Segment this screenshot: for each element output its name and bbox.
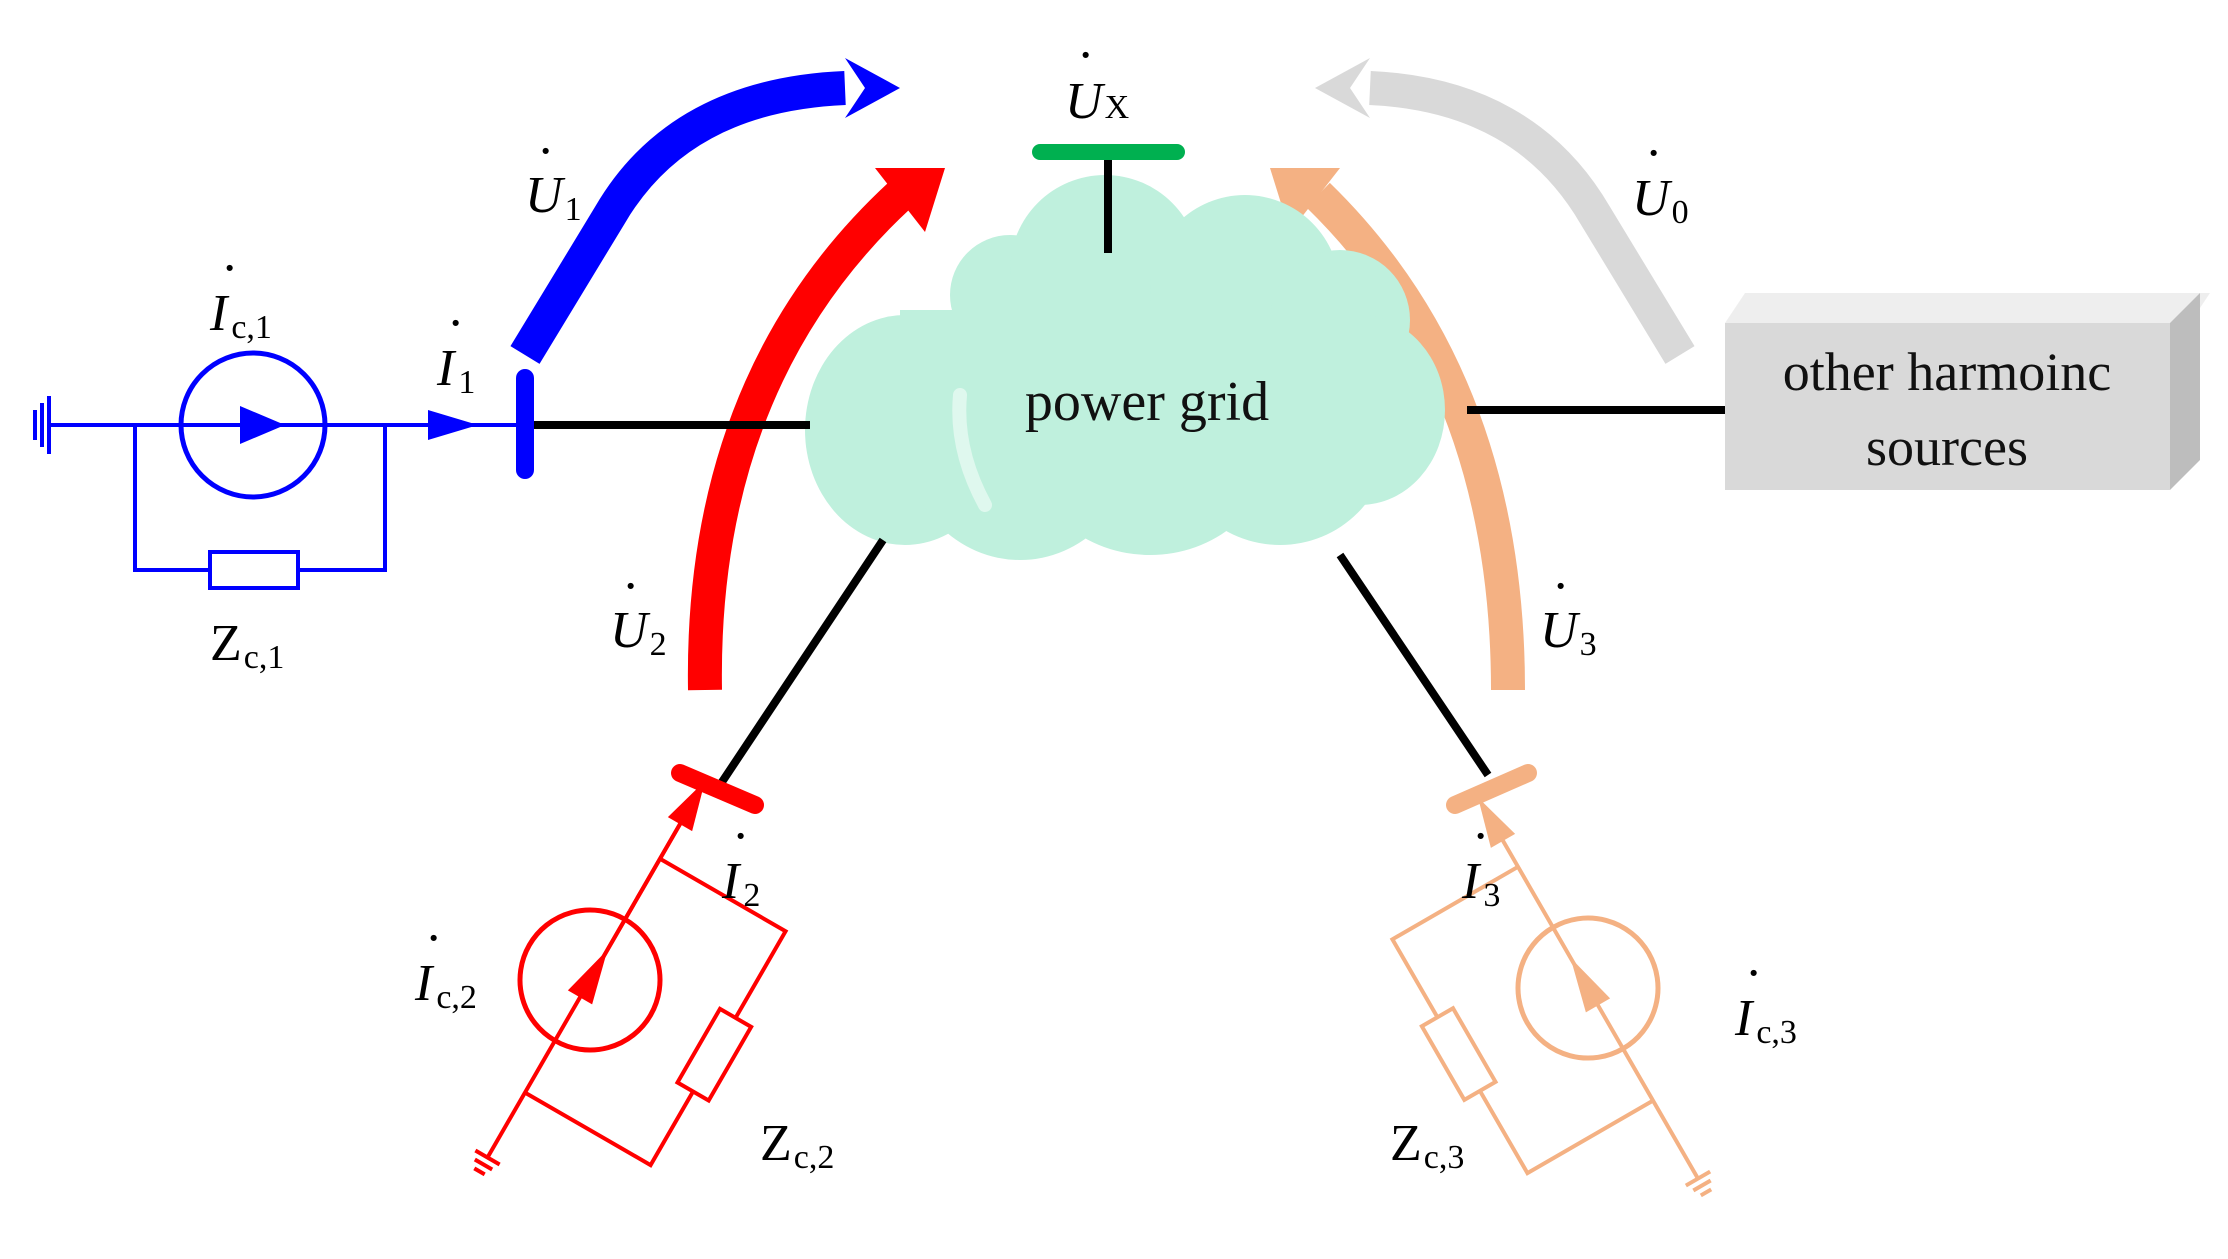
label-u3: · U3 <box>1540 558 1597 663</box>
svg-text:·: · <box>447 295 464 352</box>
bus-2 <box>671 764 764 814</box>
svg-text:I2: I2 <box>721 853 760 914</box>
svg-text:Zc,2: Zc,2 <box>760 1115 834 1176</box>
svg-text:U0: U0 <box>1632 170 1689 231</box>
svg-text:·: · <box>221 240 238 297</box>
svg-text:I3: I3 <box>1461 853 1500 914</box>
voltage-arrow-u2 <box>687 168 945 691</box>
other-harmonic-sources-box: other harmoinc sources <box>1725 293 2210 490</box>
bus-3 <box>1446 764 1537 814</box>
current-source-3-icon <box>1515 915 1661 1061</box>
current-arrow-1-icon <box>428 410 478 440</box>
current-source-1-icon <box>178 350 328 500</box>
svg-text:·: · <box>622 558 639 615</box>
harmonic-source-2 <box>473 780 789 1177</box>
label-u2: · U2 <box>610 558 667 663</box>
power-grid-label: power grid <box>1025 371 1269 433</box>
current-arrow-2-icon <box>667 780 705 832</box>
other-sources-line1: other harmoinc <box>1783 342 2111 402</box>
label-zc3: Zc,3 <box>1390 1115 1464 1176</box>
svg-text:·: · <box>1645 125 1662 182</box>
svg-text:·: · <box>425 910 442 967</box>
svg-text:U1: U1 <box>525 167 582 228</box>
svg-text:·: · <box>1077 27 1094 84</box>
svg-text:U3: U3 <box>1540 602 1597 663</box>
svg-text:UX: UX <box>1065 73 1129 130</box>
voltage-arrow-u1 <box>510 58 900 364</box>
other-sources-line2: sources <box>1866 417 2028 477</box>
svg-text:U2: U2 <box>610 602 667 663</box>
label-u1: · U1 <box>525 123 582 228</box>
svg-text:Ic,3: Ic,3 <box>1734 990 1797 1051</box>
label-zc1: Zc,1 <box>210 615 284 676</box>
svg-text:Zc,1: Zc,1 <box>210 615 284 676</box>
current-arrow-3-icon <box>1478 797 1516 848</box>
svg-text:·: · <box>1472 808 1489 865</box>
svg-text:·: · <box>1745 945 1762 1002</box>
svg-text:Ic,2: Ic,2 <box>414 955 477 1016</box>
power-grid-cloud: power grid <box>805 175 1445 560</box>
harmonic-source-1 <box>33 350 525 590</box>
label-ux: · UX <box>1065 27 1129 130</box>
svg-text:·: · <box>1552 558 1569 615</box>
voltage-arrow-u0 <box>1315 58 1695 364</box>
harmonic-source-3 <box>1389 797 1713 1198</box>
label-zc2: Zc,2 <box>760 1115 834 1176</box>
svg-text:Zc,3: Zc,3 <box>1390 1115 1464 1176</box>
label-u0: · U0 <box>1632 125 1689 231</box>
current-source-2-icon <box>517 907 663 1053</box>
svg-text:·: · <box>732 808 749 865</box>
impedance-2-icon <box>674 1006 754 1104</box>
grid-connection-lines <box>525 158 1725 788</box>
svg-text:Ic,1: Ic,1 <box>209 285 272 346</box>
svg-text:I1: I1 <box>436 340 475 401</box>
impedance-3-icon <box>1419 1005 1499 1103</box>
impedance-1-icon <box>208 550 300 590</box>
svg-text:·: · <box>537 123 554 180</box>
